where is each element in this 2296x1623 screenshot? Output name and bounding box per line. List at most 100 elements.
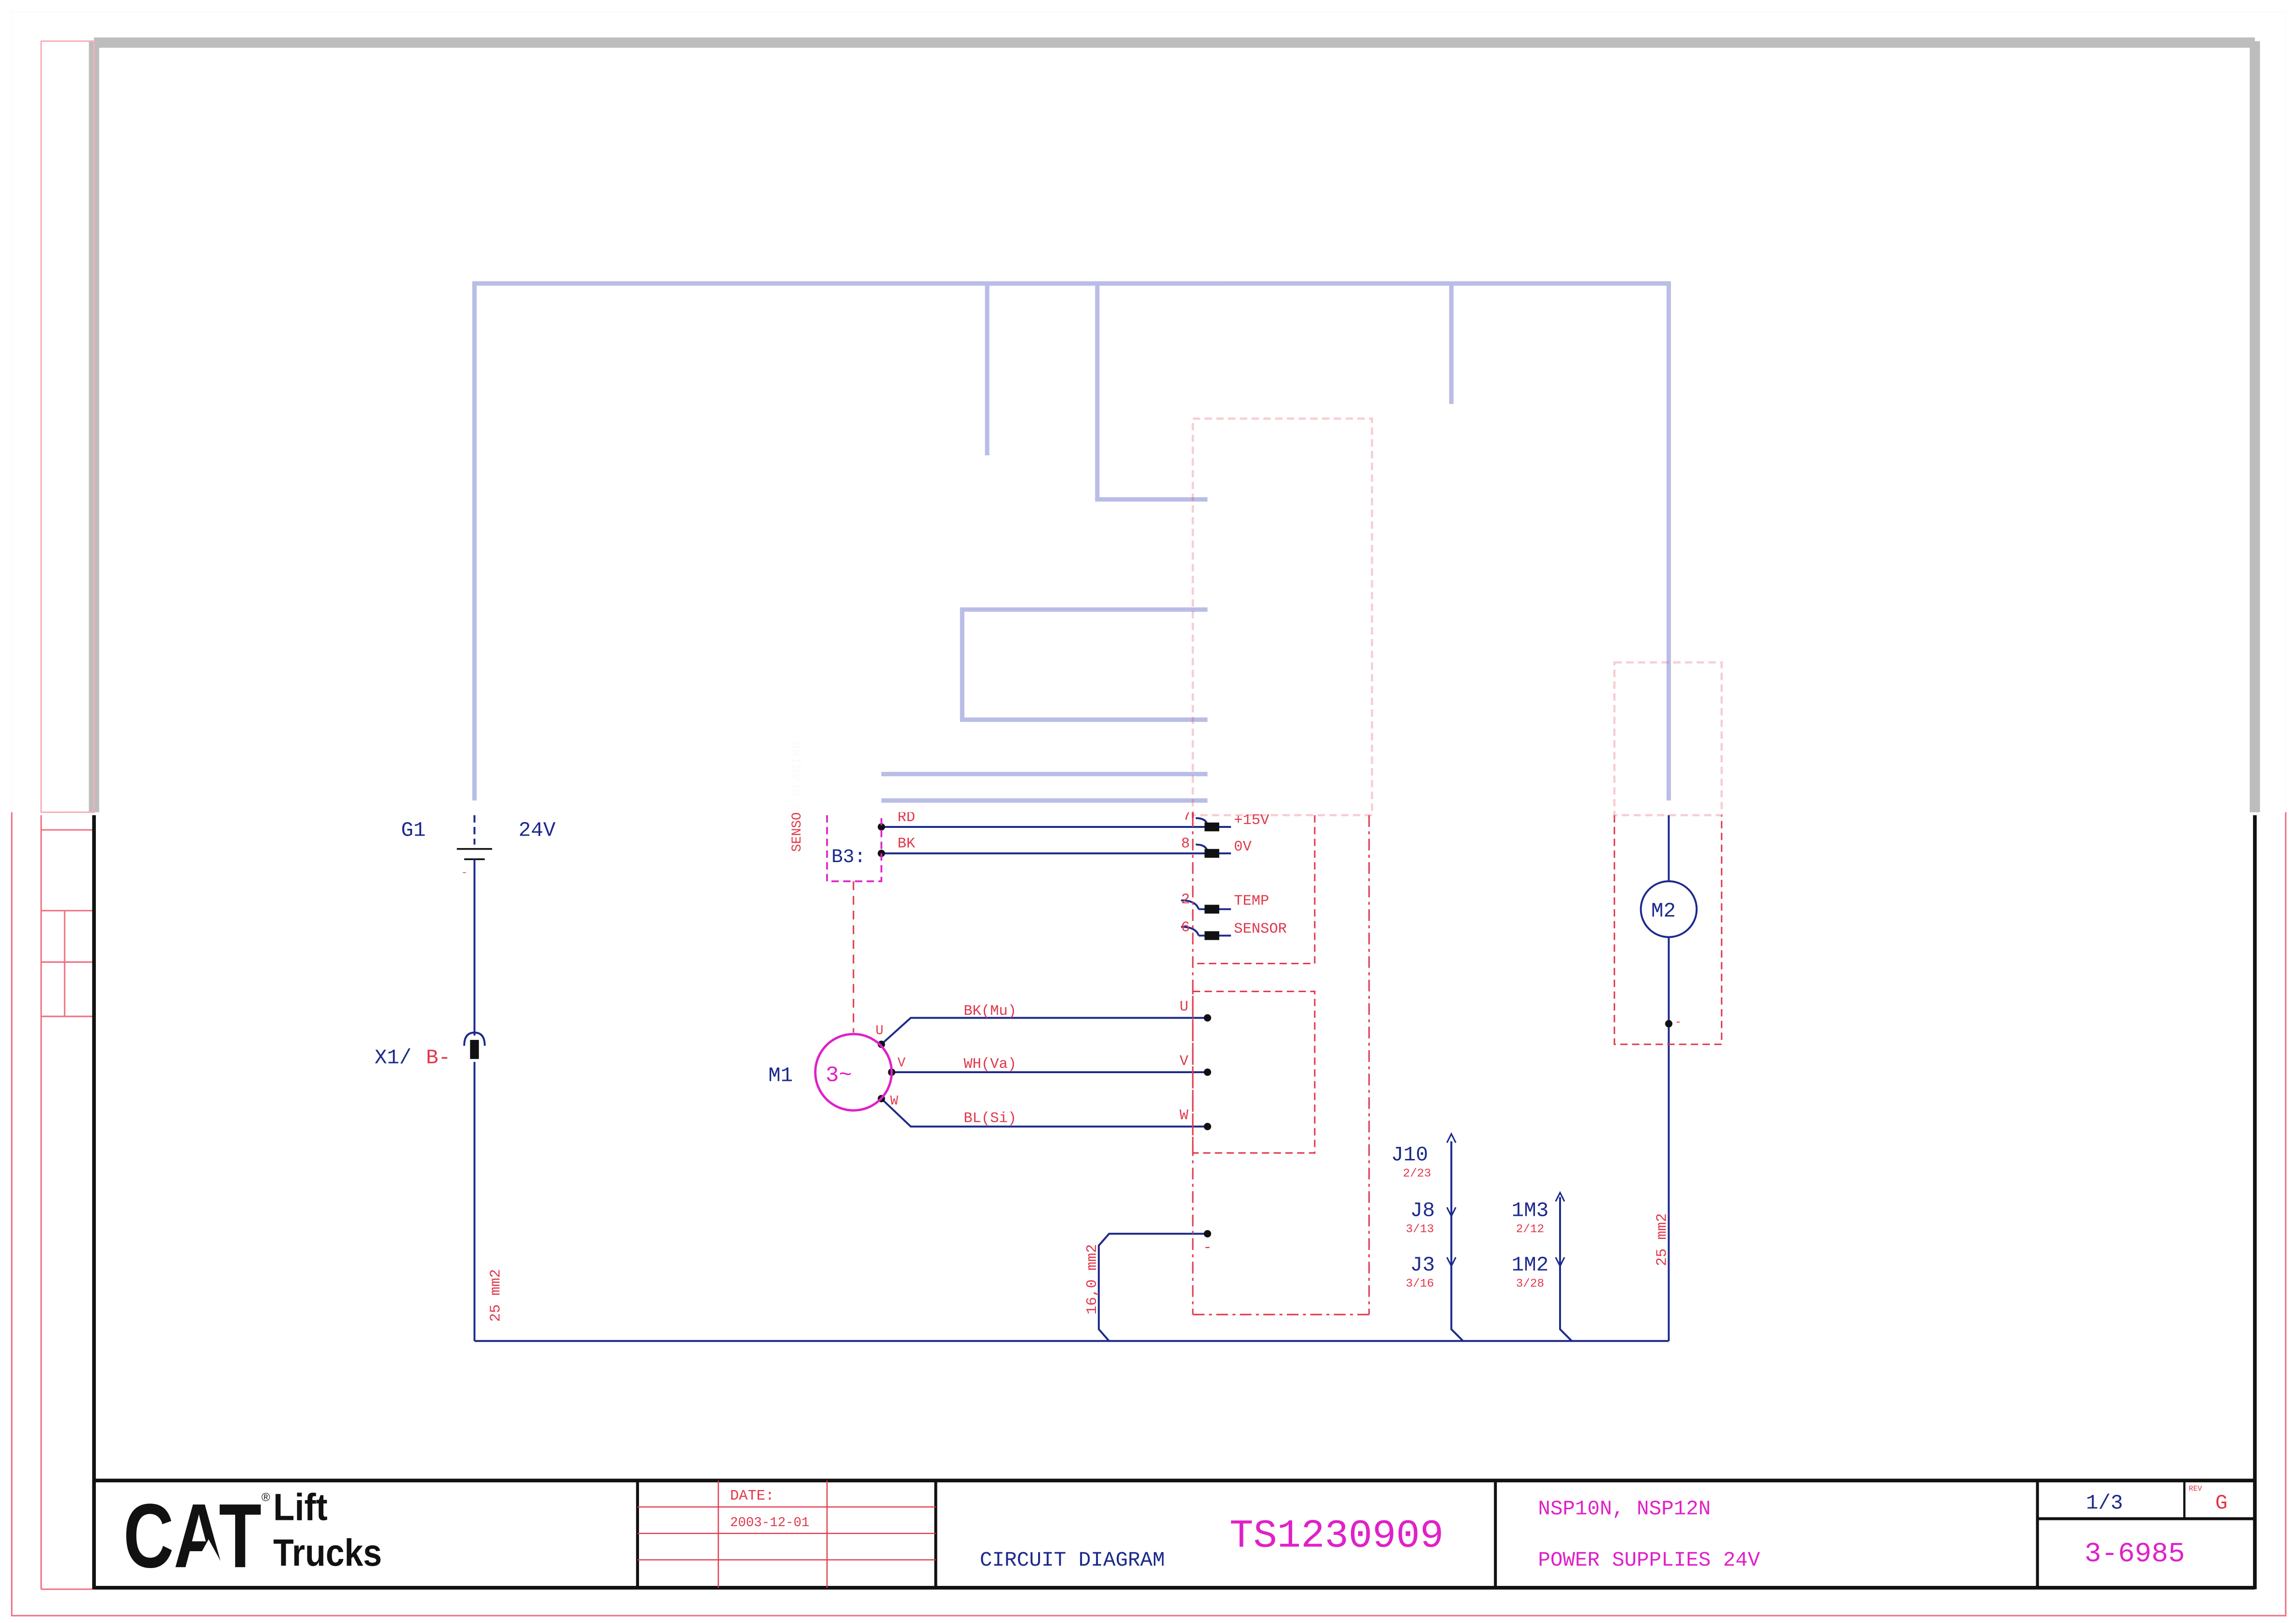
pin-8: 8 bbox=[1181, 836, 1190, 852]
sheet-number: 3-6985 bbox=[2084, 1539, 2185, 1570]
logo-lift: Lift bbox=[273, 1486, 328, 1529]
controller-pin-labels: 7 8 2 6 +15V 0V TEMP SENSOR U V W - bbox=[1180, 808, 1287, 1256]
wire-xsec-m2: 25 mm2 bbox=[1654, 1213, 1670, 1266]
cat-logo: CAT ® Lift Trucks bbox=[123, 1485, 382, 1587]
m2-circle bbox=[1640, 880, 1698, 938]
g1-label: G1 bbox=[401, 818, 426, 842]
controller-power-section bbox=[1192, 990, 1316, 1154]
rev-value: G bbox=[2215, 1491, 2228, 1515]
wiring bbox=[473, 815, 1670, 1342]
wire-label-bl-si: BL(Si) bbox=[963, 1111, 1016, 1127]
logo-registered-icon: ® bbox=[262, 1491, 270, 1504]
wire-controller-minus bbox=[1097, 1233, 1208, 1342]
pin-u: U bbox=[1180, 999, 1188, 1015]
b3-label: B3: bbox=[831, 846, 866, 868]
1m2-ref: 3/28 bbox=[1516, 1277, 1545, 1290]
pin-6: 6 bbox=[1181, 919, 1190, 936]
pin-0v: 0V bbox=[1234, 839, 1252, 855]
m2ref-arrow-icon bbox=[1555, 1257, 1565, 1268]
faded-components bbox=[1191, 417, 1723, 816]
j10-ref: 2/23 bbox=[1403, 1167, 1431, 1180]
pin-minus: - bbox=[1203, 1240, 1212, 1256]
1m2-label: 1M2 bbox=[1511, 1253, 1548, 1277]
connector-refs: J10 2/23 J8 3/13 J3 3/16 1M3 2/12 1M2 3/… bbox=[1391, 1132, 1565, 1290]
j3-arrow-icon bbox=[1446, 1257, 1456, 1268]
pin-plus15v: +15V bbox=[1234, 812, 1269, 829]
terminal-7 bbox=[1204, 822, 1219, 832]
wire-label-wh-va: WH(Va) bbox=[963, 1056, 1016, 1073]
m1-symbol: 3~ bbox=[826, 1063, 852, 1088]
motor-m2: M2 - bbox=[1640, 880, 1698, 1029]
b3-outline bbox=[826, 815, 882, 882]
j8-arrow-icon bbox=[1446, 1207, 1456, 1218]
m1-phase-w: W bbox=[890, 1094, 898, 1109]
m1-circle bbox=[814, 1033, 893, 1112]
date-value: 2003-12-01 bbox=[730, 1516, 810, 1530]
m2-minus-icon: - bbox=[1675, 1016, 1682, 1029]
logo-cat: CAT bbox=[123, 1485, 262, 1587]
doc-type: CIRCUIT DIAGRAM bbox=[980, 1548, 1165, 1572]
faded-overlay bbox=[0, 0, 2296, 812]
m2-label: M2 bbox=[1651, 899, 1676, 923]
m1-phase-u: U bbox=[876, 1024, 883, 1038]
date-label: DATE: bbox=[730, 1488, 774, 1504]
m2-enclosure bbox=[1614, 815, 1722, 1045]
wire-1m3-drop bbox=[1559, 1197, 1573, 1342]
m1-phase-v: V bbox=[897, 1056, 906, 1071]
logo-trucks: Trucks bbox=[273, 1531, 382, 1574]
dot bbox=[1665, 1020, 1673, 1028]
pin-temp: TEMP bbox=[1234, 893, 1269, 910]
j10-label: J10 bbox=[1391, 1143, 1428, 1167]
x1-terminal bbox=[470, 1039, 479, 1059]
wire-m1-w bbox=[881, 1098, 1208, 1128]
j10-arrow-icon bbox=[1446, 1132, 1456, 1143]
logo-triangle-icon bbox=[192, 1539, 225, 1569]
subtitle: POWER SUPPLIES 24V bbox=[1538, 1548, 1760, 1572]
faded-frame bbox=[40, 37, 2260, 813]
m3-arrow-icon bbox=[1555, 1191, 1565, 1202]
wire-labels: RD BK BK(Mu) WH(Va) BL(Si) 25 mm2 25 mm2… bbox=[488, 810, 1670, 1322]
title-block: CAT ® Lift Trucks DATE: 2003-12-01 CIRCU… bbox=[94, 1478, 2255, 1588]
motor-m1: 3~ M1 U V W bbox=[768, 1024, 906, 1112]
1m3-ref: 2/12 bbox=[1516, 1223, 1545, 1236]
battery-g1: - G1 24V bbox=[401, 815, 556, 879]
wire-xsec-g1: 25 mm2 bbox=[488, 1269, 504, 1322]
m1-label: M1 bbox=[768, 1064, 793, 1087]
wire-m1-u bbox=[881, 1017, 1208, 1045]
dot bbox=[1203, 1230, 1212, 1237]
pin-2: 2 bbox=[1181, 891, 1190, 908]
faded-wiring bbox=[472, 281, 1671, 803]
controller-terminals bbox=[1204, 822, 1219, 940]
pin-v: V bbox=[1180, 1053, 1189, 1070]
terminal-8 bbox=[1204, 849, 1219, 858]
wire-xsec-ctrl: 16,0 mm2 bbox=[1084, 1244, 1101, 1315]
pin-w: W bbox=[1180, 1108, 1189, 1124]
dot bbox=[1203, 1068, 1212, 1076]
battery-minus-icon: - bbox=[461, 867, 467, 879]
dot bbox=[1203, 1014, 1212, 1022]
controller-signal-section bbox=[1192, 815, 1316, 964]
x1-connector-icon bbox=[463, 1031, 486, 1046]
x1-label: X1/ bbox=[374, 1046, 412, 1070]
dot bbox=[1203, 1123, 1212, 1131]
dot bbox=[878, 823, 885, 831]
date-grid bbox=[637, 1480, 936, 1588]
terminal-6 bbox=[1204, 931, 1219, 940]
wire-label-bk: BK bbox=[897, 836, 915, 852]
wire-label-bk-mu: BK(Mu) bbox=[963, 1003, 1016, 1020]
dot bbox=[878, 1040, 885, 1048]
junction-dots bbox=[878, 823, 1673, 1237]
j8-ref: 3/13 bbox=[1406, 1223, 1434, 1236]
page-number: 1/3 bbox=[2086, 1491, 2123, 1515]
wire-j10-drop bbox=[1450, 1141, 1464, 1342]
pin-stub-6 bbox=[1181, 926, 1200, 936]
m2-enclosure-outline bbox=[1614, 815, 1722, 1045]
j3-ref: 3/16 bbox=[1406, 1277, 1434, 1290]
pin-sensor: SENSOR bbox=[1234, 921, 1287, 937]
x1-pin: B- bbox=[426, 1046, 451, 1070]
terminal-2 bbox=[1204, 905, 1219, 914]
j8-label: J8 bbox=[1410, 1199, 1435, 1223]
connector-x1: X1/ B- bbox=[374, 1031, 486, 1070]
models: NSP10N, NSP12N bbox=[1538, 1497, 1710, 1520]
